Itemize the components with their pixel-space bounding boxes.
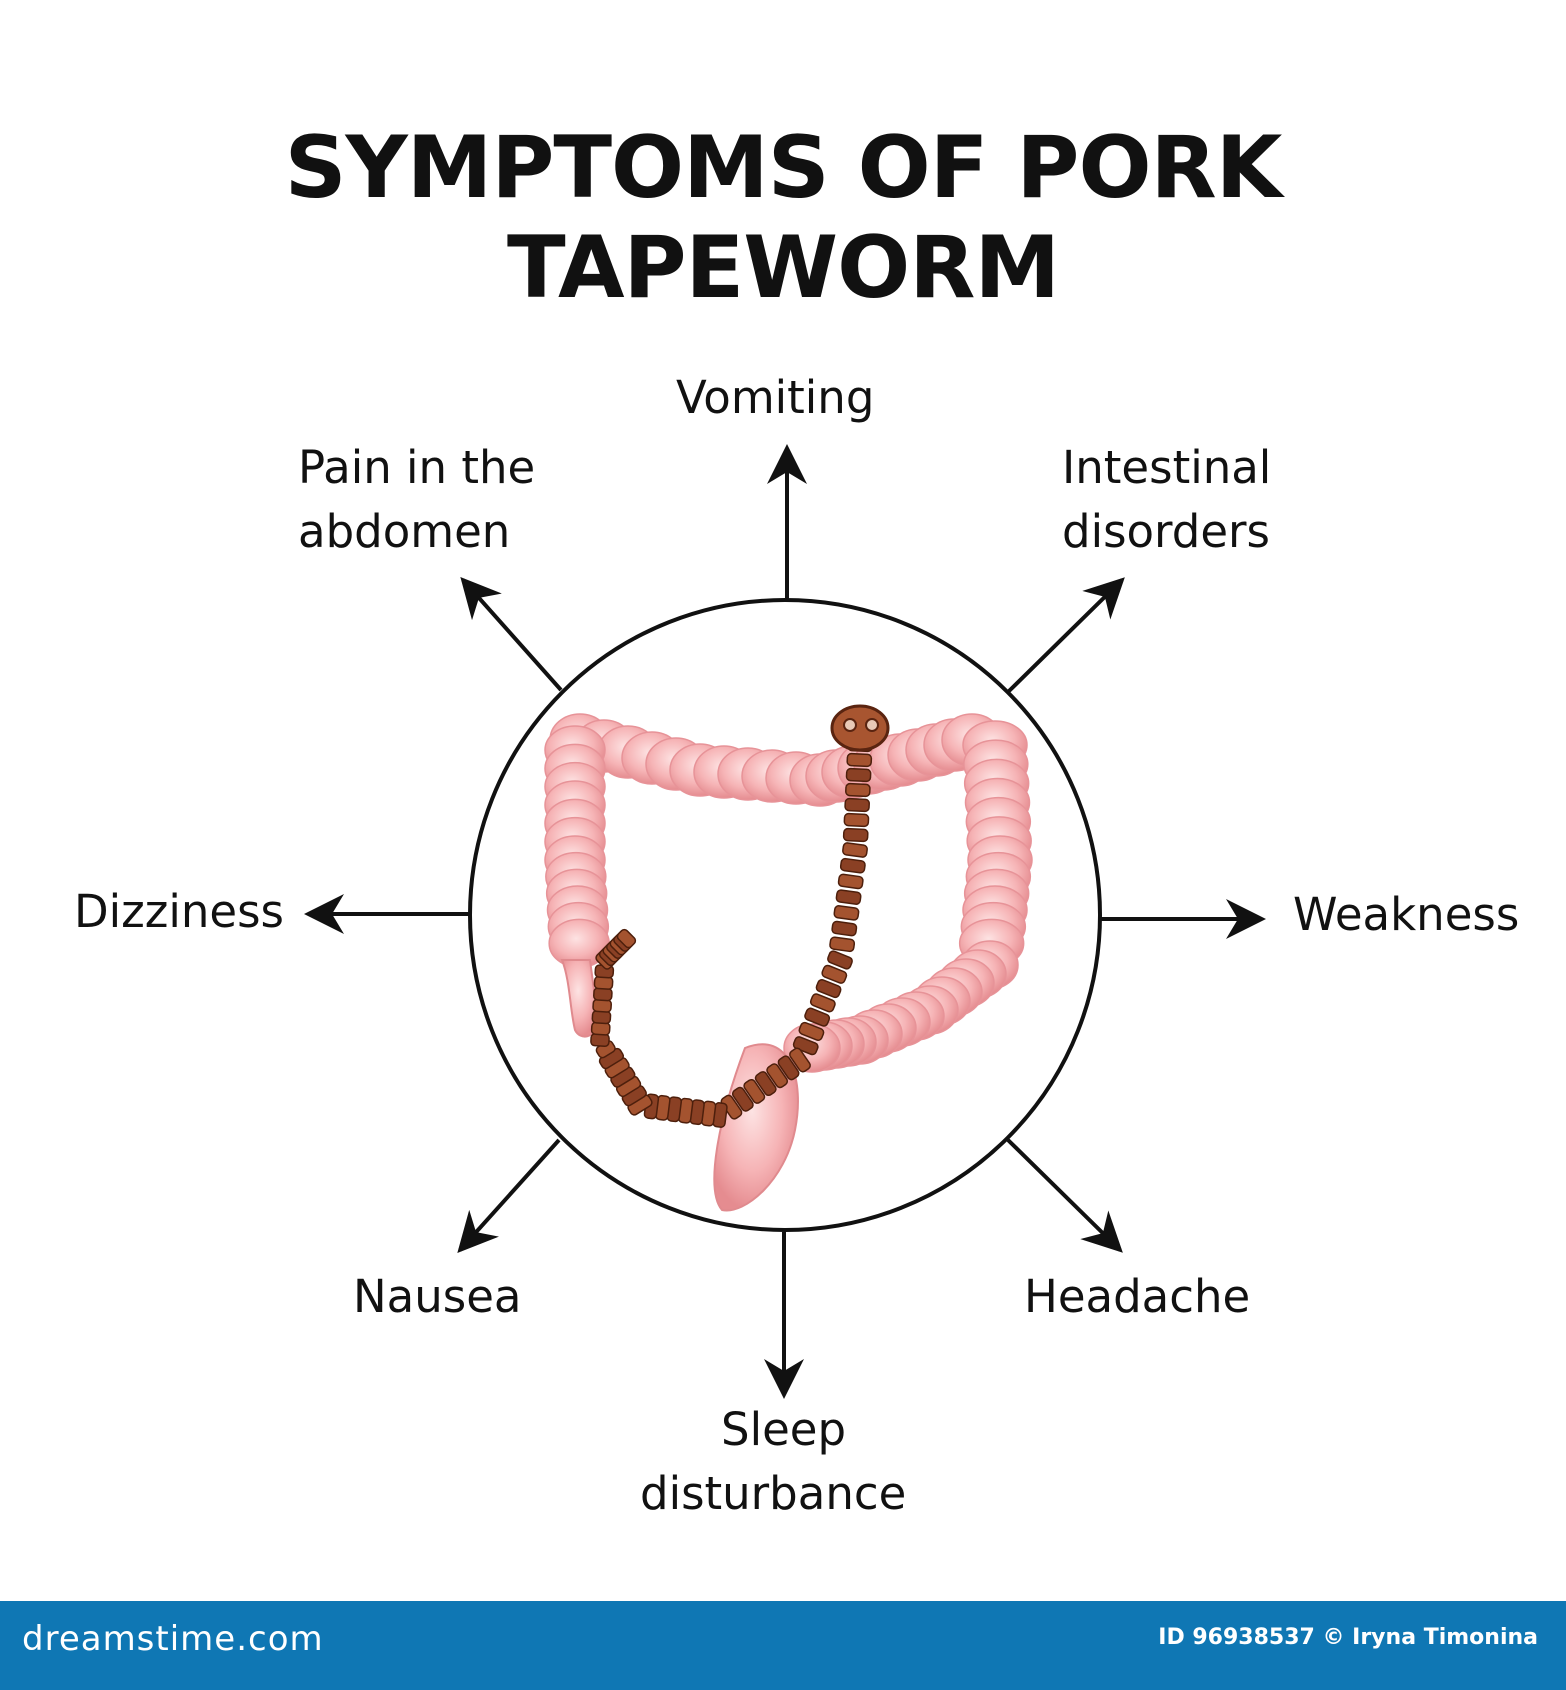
tapeworm-segment	[743, 1078, 766, 1104]
label-intestinal-line1: Intestinal	[1062, 441, 1272, 494]
tapeworm-segment	[815, 978, 842, 999]
tapeworm-illustration	[590, 737, 873, 1128]
tapeworm-segment	[616, 928, 637, 949]
arrow-headache	[1006, 1138, 1123, 1253]
label-pain-abdomen-line2: abdomen	[298, 505, 511, 558]
arrow-nausea	[457, 1138, 561, 1253]
tapeworm-segment	[842, 842, 868, 858]
tapeworm-segment	[844, 797, 870, 813]
tapeworm-segment	[731, 1086, 754, 1112]
tapeworm-segment	[845, 782, 871, 798]
tapeworm-head	[830, 704, 890, 752]
label-pain-abdomen-line1: Pain in the	[298, 441, 536, 494]
arrow-intestinal-disorders	[1006, 577, 1125, 694]
tapeworm-segment	[798, 1021, 825, 1042]
tapeworm-segment	[754, 1071, 777, 1097]
tapeworm-segment	[843, 812, 870, 828]
symptom-diagram	[304, 444, 1266, 1399]
label-sleep-line1: Sleep	[721, 1403, 847, 1456]
tapeworm-segment	[845, 767, 872, 783]
tapeworm-segment	[789, 1047, 811, 1073]
tapeworm-segment	[831, 920, 858, 937]
tapeworm-segment	[821, 964, 848, 984]
tapeworm-segment	[766, 1063, 789, 1089]
tapeworm-segment	[809, 993, 836, 1013]
large-intestine-illustration	[544, 713, 1033, 1073]
tapeworm-segment	[777, 1055, 800, 1081]
tapeworm-segment	[835, 889, 862, 905]
footer-credit: ID 96938537 © Iryna Timonina	[1158, 1625, 1538, 1650]
arrow-pain-abdomen	[460, 577, 563, 692]
tapeworm-segment	[837, 873, 864, 890]
tapeworm-segment	[839, 857, 866, 874]
label-nausea: Nausea	[353, 1270, 522, 1323]
tapeworm-segment	[846, 752, 873, 768]
tapeworm-segment	[833, 905, 860, 921]
label-weakness: Weakness	[1293, 888, 1520, 941]
tapeworm-segment	[792, 1036, 819, 1056]
label-dizziness: Dizziness	[74, 885, 284, 938]
label-sleep-line2: disturbance	[640, 1467, 907, 1520]
footer-brand[interactable]: dreamstime.com	[22, 1619, 324, 1659]
label-headache: Headache	[1024, 1270, 1251, 1323]
label-intestinal-line2: disorders	[1062, 505, 1270, 558]
tapeworm-segment	[829, 936, 856, 953]
tapeworm-segment	[804, 1007, 831, 1027]
diagram-title: SYMPTOMS OF PORK TAPEWORM	[284, 118, 1283, 318]
footer-bar: dreamstime.com ID 96938537 © Iryna Timon…	[0, 1601, 1566, 1690]
tapeworm-segment	[827, 950, 853, 970]
tapeworm-segment	[842, 827, 869, 843]
label-vomiting: Vomiting	[676, 371, 875, 424]
